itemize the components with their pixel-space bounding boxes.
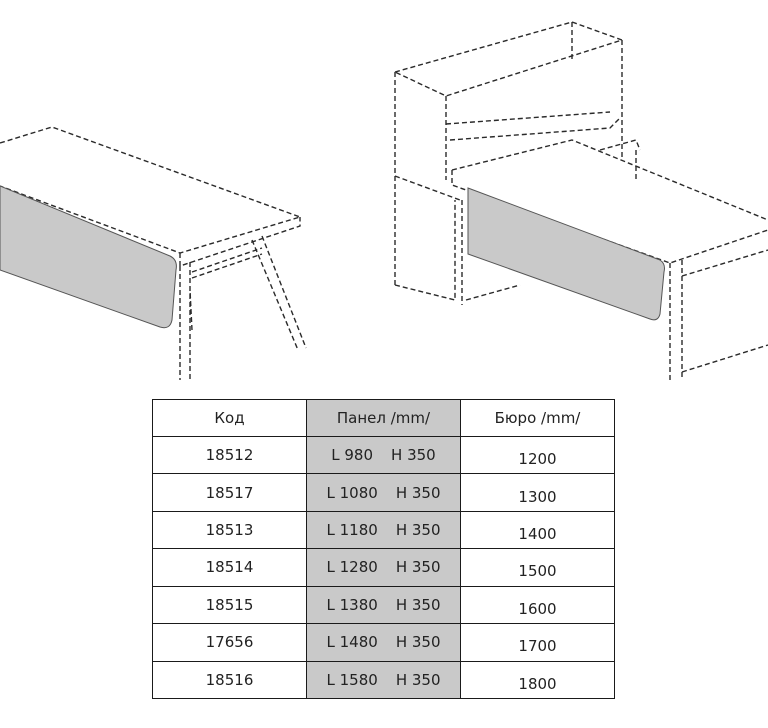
header-code: Код <box>152 399 307 437</box>
code-cell: 18515 <box>152 585 307 625</box>
panel-length: L 1080 <box>326 483 378 502</box>
table-header-row: Код Панел /mm/ Бюро /mm/ <box>152 399 615 437</box>
desk-cell: 1700 <box>460 623 615 662</box>
panel-cell: L 1180 H 350 <box>306 510 461 550</box>
code-cell: 18517 <box>152 473 307 512</box>
panel-length: L 980 <box>331 446 374 465</box>
desk-cell: 1300 <box>460 473 615 512</box>
specification-table: Код Панел /mm/ Бюро /mm/ 18512 L 980 H 35… <box>152 399 615 700</box>
left-panel-shape <box>0 185 177 329</box>
header-desk: Бюро /mm/ <box>460 399 615 437</box>
panel-height: H 350 <box>395 670 441 689</box>
panel-cell: L 1480 H 350 <box>306 623 461 662</box>
code-cell: 18513 <box>152 510 307 550</box>
code-cell: 18512 <box>152 435 307 475</box>
panel-cell: L 1080 H 350 <box>306 473 461 512</box>
table-row: 18515 L 1380 H 350 1600 <box>152 585 615 625</box>
desk-length: 1500 <box>518 562 557 581</box>
desk-cell: 1600 <box>460 585 615 625</box>
desk-length: 1300 <box>518 487 557 506</box>
panel-length: L 1580 <box>326 670 378 689</box>
left-desk-drawing <box>0 126 307 380</box>
table-row: 18514 L 1280 H 350 1500 <box>152 548 615 587</box>
panel-height: H 350 <box>395 483 441 502</box>
desk-length: 1800 <box>518 674 557 693</box>
desk-cell: 1200 <box>460 435 615 475</box>
panel-cell: L 1580 H 350 <box>306 660 461 700</box>
table-row: 17656 L 1480 H 350 1700 <box>152 623 615 662</box>
desk-length: 1400 <box>518 525 557 544</box>
panel-length: L 1380 <box>326 595 378 614</box>
desk-length: 1200 <box>518 450 557 469</box>
panel-height: H 350 <box>391 446 436 465</box>
panel-length: L 1280 <box>326 558 378 577</box>
panel-height: H 350 <box>395 521 441 540</box>
code-cell: 18516 <box>152 660 307 700</box>
panel-height: H 350 <box>395 595 441 614</box>
panel-length: L 1180 <box>326 521 378 540</box>
panel-cell: L 980 H 350 <box>306 435 461 475</box>
right-panel-shape <box>467 187 665 321</box>
code-cell: 18514 <box>152 548 307 587</box>
panel-height: H 350 <box>395 633 441 652</box>
panel-cell: L 1380 H 350 <box>306 585 461 625</box>
desk-length: 1600 <box>518 599 557 618</box>
desk-length: 1700 <box>518 637 557 656</box>
desk-cell: 1400 <box>460 510 615 550</box>
desk-cell: 1800 <box>460 660 615 700</box>
desk-cell: 1500 <box>460 548 615 587</box>
table-row: 18512 L 980 H 350 1200 <box>152 435 615 475</box>
header-panel: Панел /mm/ <box>306 399 461 437</box>
table-row: 18516 L 1580 H 350 1800 <box>152 660 615 700</box>
table-row: 18513 L 1180 H 350 1400 <box>152 510 615 550</box>
panel-cell: L 1280 H 350 <box>306 548 461 587</box>
desk-illustrations <box>0 21 768 380</box>
table-row: 18517 L 1080 H 350 1300 <box>152 473 615 512</box>
panel-height: H 350 <box>395 558 441 577</box>
right-desk-drawing <box>394 21 768 380</box>
code-cell: 17656 <box>152 623 307 662</box>
panel-length: L 1480 <box>326 633 378 652</box>
